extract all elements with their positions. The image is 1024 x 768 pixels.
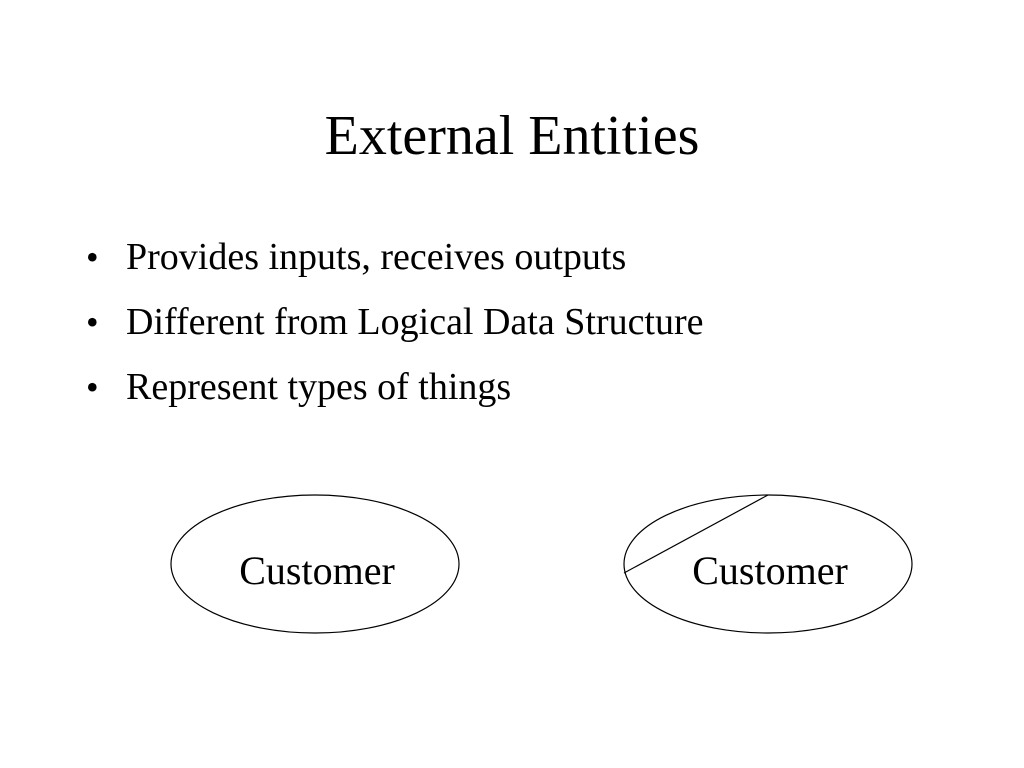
duplicate-marker-line: [623, 494, 769, 574]
bullet-marker: •: [86, 237, 99, 277]
entity-label: Customer: [692, 548, 848, 593]
entity-ellipse: [170, 494, 460, 634]
bullet-text: Provides inputs, receives outputs: [126, 236, 627, 278]
bullet-item: • Represent types of things: [86, 358, 704, 423]
slide-title: External Entities: [324, 105, 700, 167]
external-entity: Customer: [170, 494, 460, 634]
bullet-item: • Provides inputs, receives outputs: [86, 228, 704, 293]
bullet-list: • Provides inputs, receives outputs • Di…: [86, 228, 704, 423]
bullet-text: Different from Logical Data Structure: [126, 301, 704, 343]
duplicate-external-entity: Customer: [623, 494, 913, 634]
entity-label: Customer: [239, 548, 395, 593]
bullet-text: Represent types of things: [126, 366, 512, 408]
bullet-marker: •: [86, 302, 99, 342]
bullet-marker: •: [86, 367, 99, 407]
bullet-item: • Different from Logical Data Structure: [86, 293, 704, 358]
